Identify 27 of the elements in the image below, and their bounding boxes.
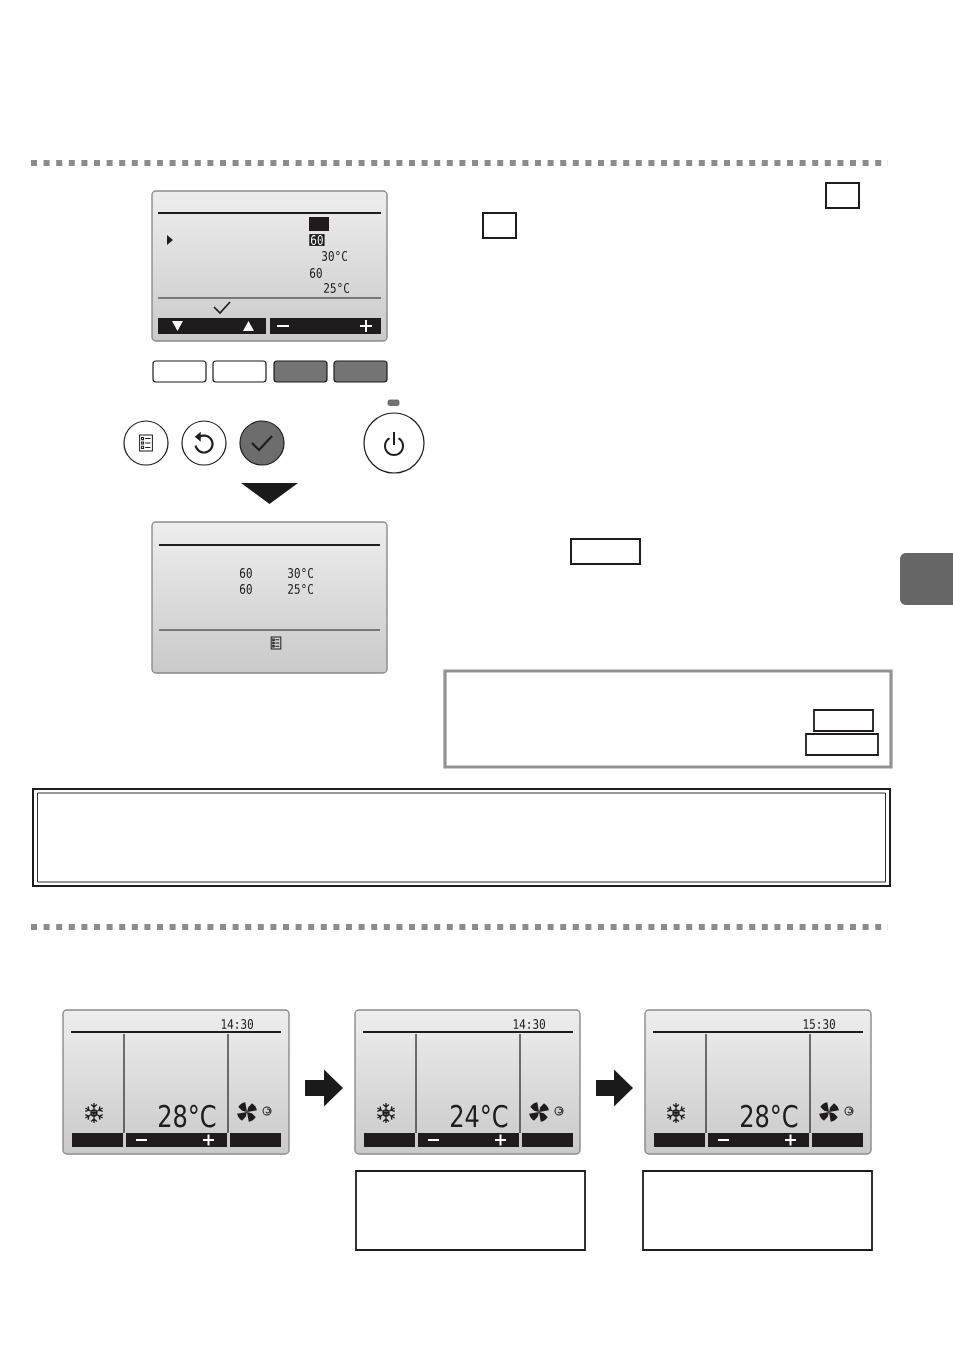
- key-symbol-box: [825, 182, 860, 209]
- triangle-arrow: [241, 482, 298, 504]
- double-frame-box: [32, 788, 891, 887]
- block-arrow: [596, 1069, 633, 1107]
- note-box: [642, 1170, 873, 1251]
- clock-time: 14:30: [513, 1019, 545, 1029]
- key-symbol-box: [813, 709, 874, 732]
- set-temperature: 28°C: [741, 1104, 798, 1128]
- clock-time: 14:30: [221, 1019, 253, 1029]
- setting-value: 60: [240, 568, 252, 578]
- set-temperature: 28°C: [159, 1104, 216, 1128]
- set-temperature: 24°C: [451, 1104, 508, 1128]
- setting-value: 60: [240, 584, 252, 594]
- temperature-value: 30°C: [322, 251, 347, 261]
- setting-value: 60: [310, 268, 322, 278]
- temperature-value: 25°C: [288, 584, 313, 594]
- key-symbol-box: [482, 212, 517, 239]
- check-button: [239, 420, 285, 466]
- note-panel: [443, 669, 893, 769]
- block-arrow: [305, 1069, 343, 1107]
- temperature-value: 25°C: [324, 283, 349, 293]
- note-box: [355, 1170, 586, 1251]
- highlighted-value: 60: [309, 234, 325, 246]
- key-symbol-box: [805, 733, 879, 756]
- key-symbol-box: [570, 538, 641, 565]
- clock-time: 15:30: [803, 1019, 836, 1029]
- temperature-value: 30°C: [288, 568, 313, 578]
